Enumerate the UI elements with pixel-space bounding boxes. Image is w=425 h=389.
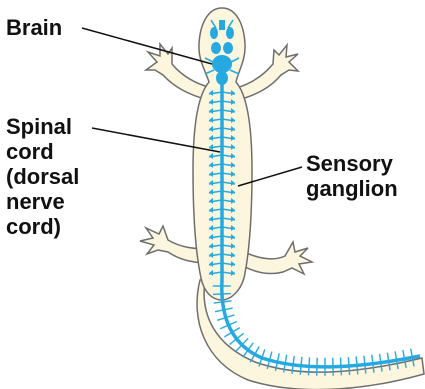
front-right-leg xyxy=(236,45,298,100)
spinal-cord-label: Spinal cord (dorsal nerve cord) xyxy=(6,114,79,239)
tail-spinal-nerve xyxy=(232,328,240,333)
tail-spinal-nerve xyxy=(248,343,253,350)
spinal-cord-label-line-5: cord) xyxy=(6,214,79,239)
tail-spinal-nerve xyxy=(236,345,242,352)
spinal-cord-label-line-4: nerve xyxy=(6,189,79,214)
spinal-cord-label-line-3: (dorsal xyxy=(6,164,79,189)
tail-spinal-nerve xyxy=(237,333,244,339)
tail-spinal-nerve xyxy=(349,366,350,375)
tail-spinal-nerve xyxy=(242,338,248,345)
sensory-ganglion-label-line-1: Sensory xyxy=(306,151,398,176)
spinal-cord xyxy=(222,82,420,367)
tail-spinal-nerve xyxy=(243,350,248,357)
tail-spinal-nerve xyxy=(309,357,310,366)
tail-spinal-nerve xyxy=(301,357,302,366)
tail-spinal-nerve xyxy=(224,332,232,337)
tail-spinal-nerve xyxy=(308,366,309,375)
tail-spinal-nerve xyxy=(229,322,237,326)
tail-spinal-nerve xyxy=(357,365,358,374)
tail-spinal-nerve xyxy=(300,366,301,375)
sensory-ganglion-label: Sensory ganglion xyxy=(306,151,398,201)
tail-spinal-nerve xyxy=(230,339,237,345)
spinal-cord-label-line-1: Spinal xyxy=(6,114,79,139)
sensory-ganglion-label-line-2: ganglion xyxy=(306,176,398,201)
tail-spinal-nerve xyxy=(364,356,365,365)
tail-spinal-nerve xyxy=(356,356,357,365)
brain-label: Brain xyxy=(6,15,62,40)
brain-leader-line xyxy=(82,28,212,64)
tail-spinal-nerve xyxy=(365,365,366,374)
tail-spinal-nerve xyxy=(348,357,349,366)
tail-spinal-nerve xyxy=(220,325,228,329)
spinal-cord-label-line-2: cord xyxy=(6,139,79,164)
tail-spinal-nerve xyxy=(255,347,259,355)
